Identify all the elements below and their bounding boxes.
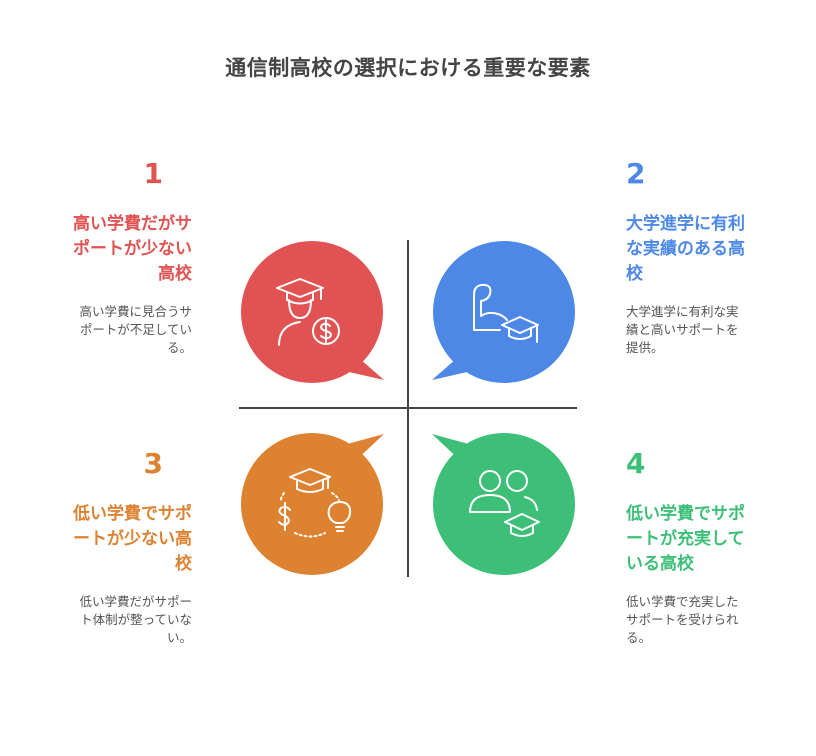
- item-4-number: 4: [626, 447, 646, 480]
- item-2-description-line-1: 大学進学に有利な実: [626, 304, 739, 319]
- item-4-description: 低い学費で充実した サポートを受けられ る。: [626, 593, 798, 647]
- item-3-heading-line-3: 校: [175, 554, 192, 574]
- item-4-heading-line-1: 低い学費でサポ: [626, 504, 745, 524]
- item-3-heading-line-1: 低い学費でサポ: [73, 504, 192, 524]
- item-3-number: 3: [143, 447, 163, 480]
- item-2-description-line-3: 提供。: [626, 340, 664, 355]
- item-4-description-line-3: る。: [626, 630, 652, 645]
- item-1-heading-line-1: 高い学費だがサ: [73, 214, 192, 234]
- item-2-heading: 大学進学に有利 な実績のある高 校: [626, 212, 798, 287]
- item-1-heading-line-2: ポートが少ない: [73, 239, 192, 259]
- item-4-bubble: [432, 433, 575, 575]
- item-1-bubble: [241, 241, 384, 383]
- item-2-bubble: [432, 241, 575, 383]
- item-3-description-line-1: 低い学費だがサポー: [79, 594, 192, 609]
- item-4-heading-line-2: ートが充実して: [626, 529, 745, 549]
- item-4-description-line-1: 低い学費で充実した: [626, 594, 739, 609]
- item-3-heading-line-2: ートが少ない高: [73, 529, 192, 549]
- item-4-heading: 低い学費でサポ ートが充実して いる高校: [626, 502, 798, 577]
- strong-arm-with-graduation-cap-icon: [473, 283, 539, 343]
- item-2-heading-line-2: な実績のある高: [626, 239, 745, 259]
- item-2-description: 大学進学に有利な実 績と高いサポートを 提供。: [626, 303, 798, 357]
- item-3-description: 低い学費だがサポー ト体制が整っていな い。: [20, 593, 192, 647]
- graduate-with-dollar-icon: [276, 278, 340, 346]
- item-1-description: 高い学費に見合うサ ポートが不足してい る。: [20, 303, 192, 357]
- item-3-bubble: [241, 433, 384, 575]
- item-3-description-line-3: い。: [166, 630, 192, 645]
- item-2-heading-line-3: 校: [626, 264, 643, 284]
- item-3-heading: 低い学費でサポ ートが少ない高 校: [20, 502, 192, 577]
- item-2-number: 2: [626, 157, 646, 190]
- item-1-description-line-2: ポートが不足してい: [79, 322, 192, 337]
- item-4-heading-line-3: いる高校: [626, 554, 694, 574]
- item-3-description-line-2: ト体制が整っていな: [80, 612, 192, 627]
- group-with-graduation-cap-icon: [469, 470, 540, 537]
- item-1-number: 1: [143, 157, 163, 190]
- page-title: 通信制高校の選択における重要な要素: [225, 56, 591, 80]
- item-1-heading: 高い学費だがサ ポートが少ない 高校: [20, 212, 192, 287]
- item-4-description-line-2: サポートを受けられ: [626, 612, 739, 627]
- item-1-description-line-1: 高い学費に見合うサ: [79, 304, 192, 319]
- cap-dollar-lightbulb-cycle-icon: [278, 468, 352, 538]
- item-1-heading-line-3: 高校: [158, 264, 192, 284]
- item-1-description-line-3: る。: [166, 340, 192, 355]
- item-2-heading-line-1: 大学進学に有利: [626, 214, 745, 234]
- item-2-description-line-2: 績と高いサポートを: [626, 322, 739, 337]
